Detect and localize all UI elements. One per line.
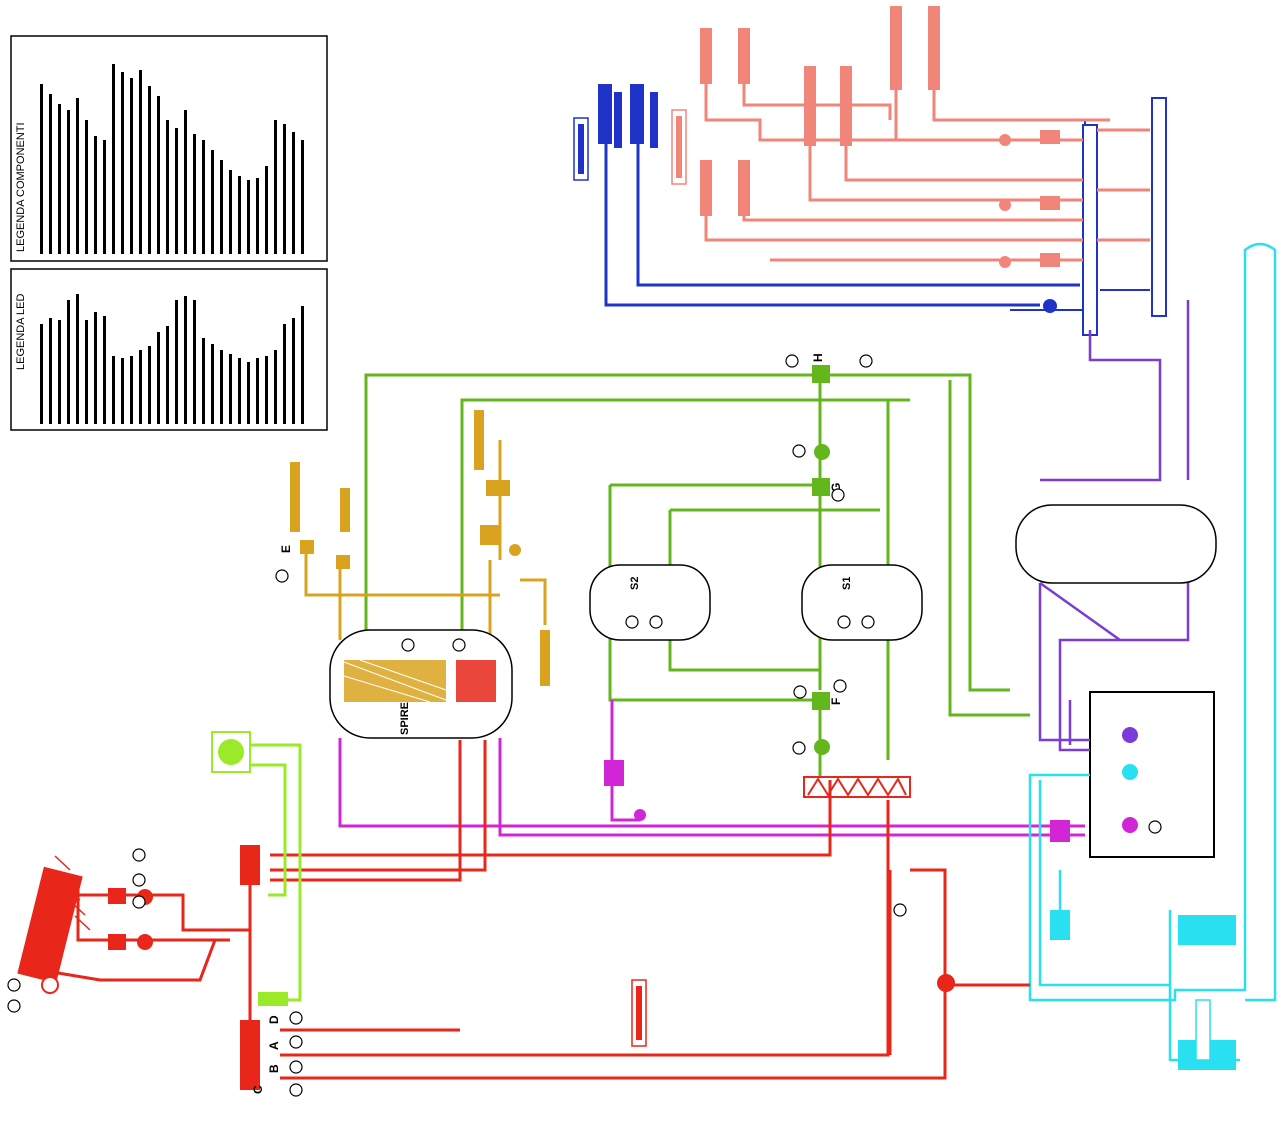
storage-tank-right <box>1015 504 1217 584</box>
dhw-components <box>290 410 550 686</box>
plate-heat-exchanger <box>803 776 911 798</box>
valve-d-label: D <box>267 1015 281 1024</box>
dhw-circuit <box>304 440 547 640</box>
valve-markers: D A B C E F G H <box>251 353 843 1094</box>
legend-led-title: LEGENDA LED <box>15 294 27 370</box>
legend-led-entries <box>40 294 304 424</box>
valve-f-label: F <box>829 698 843 705</box>
puffer-s1-tank: S1 <box>801 564 923 641</box>
valve-c-label: C <box>251 1085 265 1094</box>
puffer-s1-label: S1 <box>841 577 853 590</box>
magenta-circuit <box>338 700 1085 837</box>
valve-g-label: G <box>829 483 843 492</box>
solar-label-box <box>631 979 647 1047</box>
puffer-s2-label: S2 <box>629 577 641 590</box>
valve-e-label: E <box>279 545 293 553</box>
legend-led-box: LEGENDA LED <box>10 268 328 431</box>
valve-b-label: B <box>267 1064 281 1073</box>
lime-loop-unit <box>211 731 288 1006</box>
cold-water-circuit <box>604 90 1167 336</box>
purple-circuit <box>1038 300 1190 752</box>
solar-pump-group <box>108 845 955 1090</box>
sensor-symbols <box>7 354 1162 1097</box>
solar-collector <box>17 855 91 994</box>
valve-a-label: A <box>267 1041 281 1050</box>
legend-components-entries <box>40 64 304 254</box>
legend-components-box: LEGENDA COMPONENTI <box>10 35 328 262</box>
legend-components-title: LEGENDA COMPONENTI <box>15 122 27 252</box>
heating-label-box <box>671 109 687 185</box>
cyan-manifolds <box>1050 910 1236 1070</box>
green-loop-pumps <box>812 365 830 755</box>
cold-water-manifold <box>598 84 1057 313</box>
valve-h-label: H <box>811 353 825 362</box>
magenta-components <box>604 760 1070 842</box>
cold-water-label-box <box>573 117 589 181</box>
heating-collectors <box>700 6 1060 268</box>
spiral-boiler-label: SPIRE <box>399 702 411 735</box>
puffer-s2-tank: S2 <box>589 564 711 641</box>
spiral-boiler-tank: SPIRE <box>329 629 513 739</box>
